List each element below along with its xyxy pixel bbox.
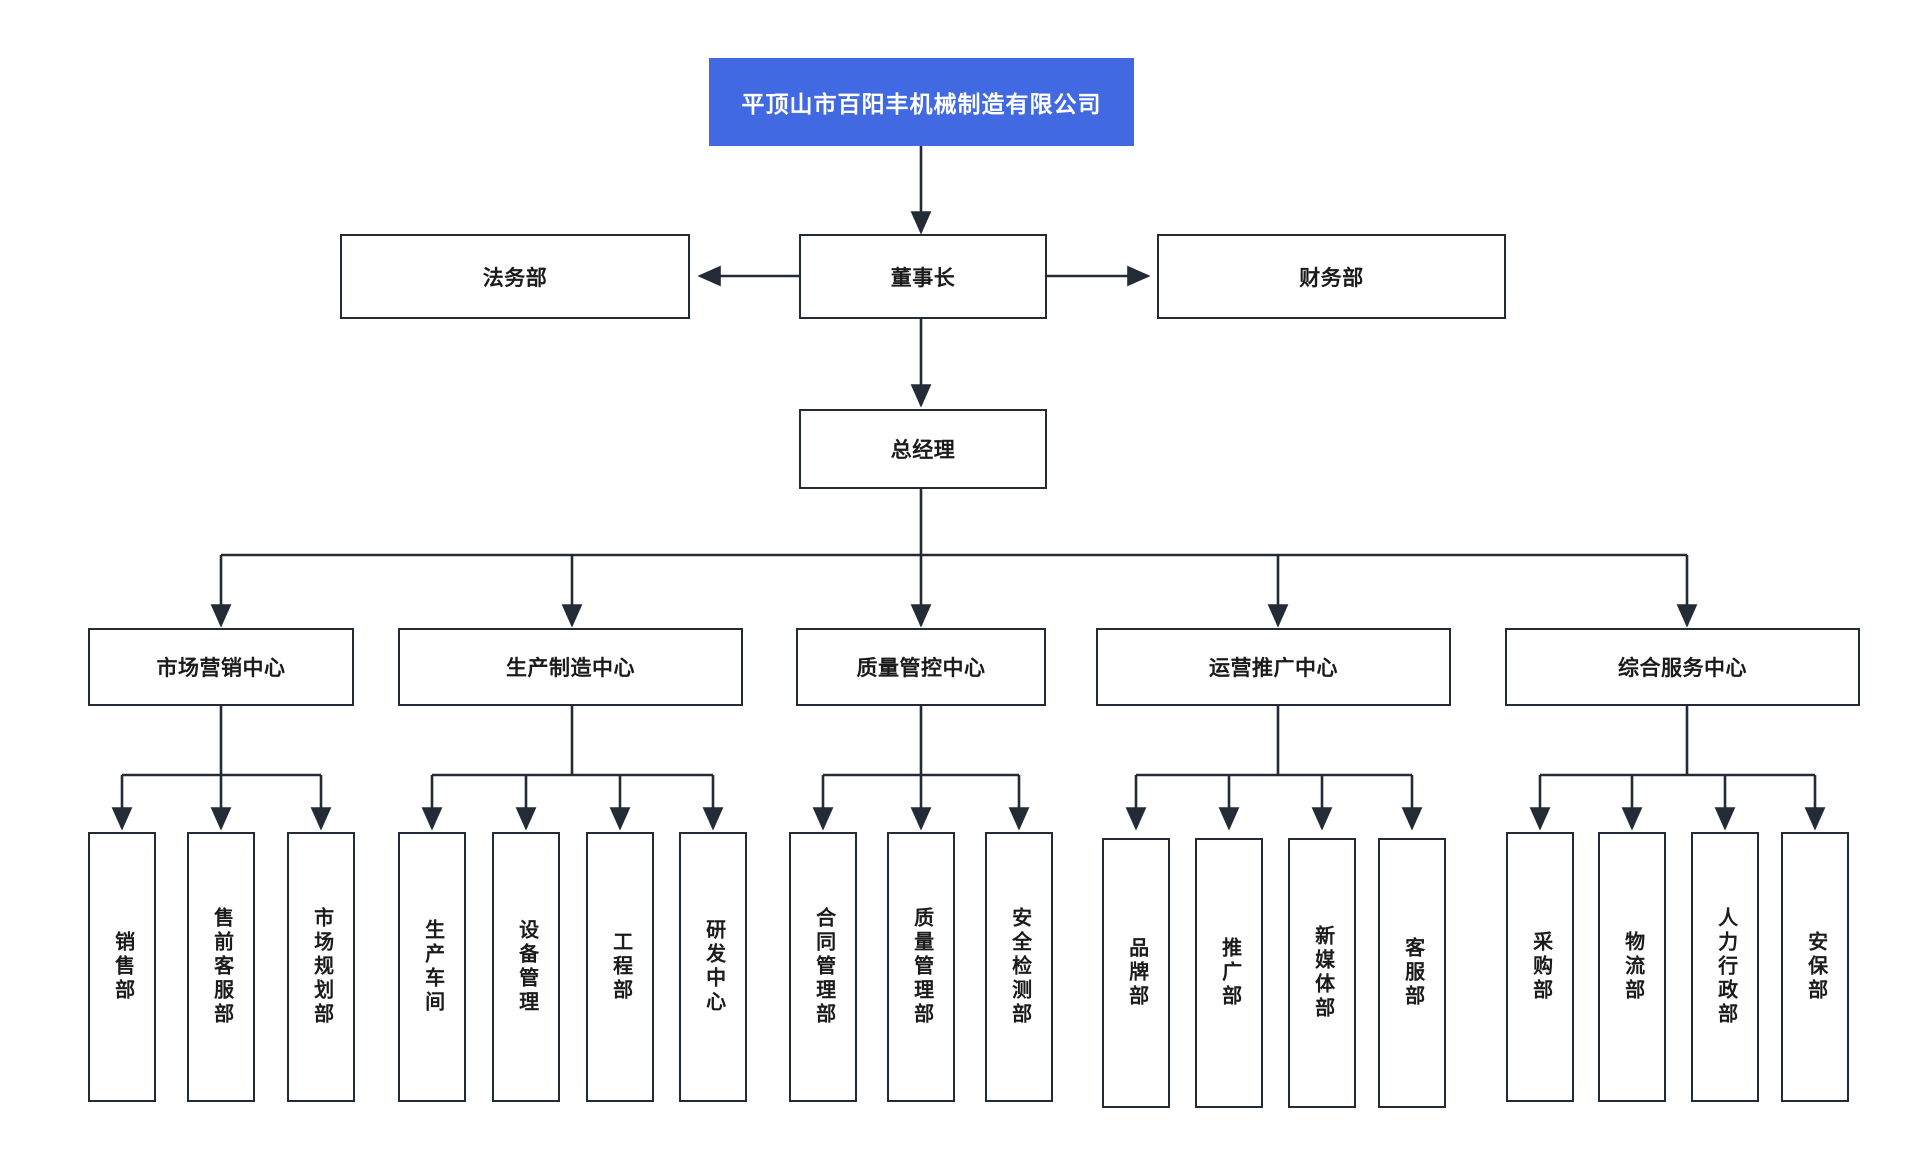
node-leaf-promotion[interactable]: 推广部 [1195, 838, 1263, 1108]
node-leaf-rnd-center[interactable]: 研发中心 [679, 832, 747, 1102]
node-leaf-market-planning[interactable]: 市场规划部 [287, 832, 355, 1102]
node-label: 法务部 [482, 266, 548, 290]
node-center-general-services[interactable]: 综合服务中心 [1505, 628, 1860, 706]
node-label: 市场营销中心 [156, 657, 286, 680]
node-leaf-presales-service[interactable]: 售前客服部 [187, 832, 255, 1102]
node-leaf-production-workshop[interactable]: 生产车间 [398, 832, 466, 1102]
node-label: 生产车间 [421, 919, 444, 1015]
node-leaf-sales[interactable]: 销售部 [88, 832, 156, 1102]
node-chairman[interactable]: 董事长 [799, 234, 1047, 319]
node-label: 市场规划部 [310, 907, 333, 1027]
node-label: 安保部 [1804, 931, 1827, 1003]
node-center-marketing[interactable]: 市场营销中心 [88, 628, 354, 706]
node-label: 售前客服部 [210, 907, 233, 1027]
node-label: 安全检测部 [1008, 907, 1031, 1027]
node-leaf-brand[interactable]: 品牌部 [1102, 838, 1170, 1108]
node-label: 财务部 [1299, 266, 1364, 290]
node-leaf-contract-management[interactable]: 合同管理部 [789, 832, 857, 1102]
node-leaf-logistics[interactable]: 物流部 [1598, 832, 1666, 1102]
node-label: 人力行政部 [1714, 907, 1737, 1027]
node-label: 采购部 [1529, 931, 1552, 1003]
node-leaf-quality-management[interactable]: 质量管理部 [887, 832, 955, 1102]
node-label: 生产制造中心 [506, 657, 635, 680]
node-center-quality[interactable]: 质量管控中心 [796, 628, 1046, 706]
node-label: 品牌部 [1125, 937, 1148, 1009]
node-label: 平顶山市百阳丰机械制造有限公司 [741, 91, 1102, 117]
node-label: 运营推广中心 [1209, 657, 1338, 680]
node-leaf-security[interactable]: 安保部 [1781, 832, 1849, 1102]
node-label: 销售部 [111, 931, 134, 1003]
node-leaf-engineering[interactable]: 工程部 [586, 832, 654, 1102]
node-label: 合同管理部 [812, 907, 835, 1027]
node-center-manufacturing[interactable]: 生产制造中心 [398, 628, 743, 706]
node-label: 研发中心 [702, 919, 725, 1015]
node-label: 综合服务中心 [1618, 657, 1747, 680]
node-finance-department[interactable]: 财务部 [1157, 234, 1506, 319]
node-label: 质量管理部 [910, 907, 933, 1027]
node-center-operations[interactable]: 运营推广中心 [1096, 628, 1451, 706]
node-label: 工程部 [609, 931, 632, 1003]
node-label: 物流部 [1621, 931, 1644, 1003]
node-label: 总经理 [890, 439, 956, 462]
node-leaf-purchasing[interactable]: 采购部 [1506, 832, 1574, 1102]
node-leaf-hr-administration[interactable]: 人力行政部 [1691, 832, 1759, 1102]
node-label: 董事长 [890, 266, 956, 290]
node-leaf-customer-service[interactable]: 客服部 [1378, 838, 1446, 1108]
node-company-root[interactable]: 平顶山市百阳丰机械制造有限公司 [709, 58, 1134, 146]
node-general-manager[interactable]: 总经理 [799, 409, 1047, 489]
node-leaf-new-media[interactable]: 新媒体部 [1288, 838, 1356, 1108]
node-label: 客服部 [1401, 937, 1424, 1009]
node-label: 新媒体部 [1311, 925, 1334, 1021]
node-leaf-safety-inspection[interactable]: 安全检测部 [985, 832, 1053, 1102]
node-legal-department[interactable]: 法务部 [340, 234, 690, 319]
node-label: 质量管控中心 [856, 657, 986, 680]
node-label: 设备管理 [515, 919, 538, 1015]
node-label: 推广部 [1218, 937, 1241, 1009]
node-leaf-equipment-management[interactable]: 设备管理 [492, 832, 560, 1102]
